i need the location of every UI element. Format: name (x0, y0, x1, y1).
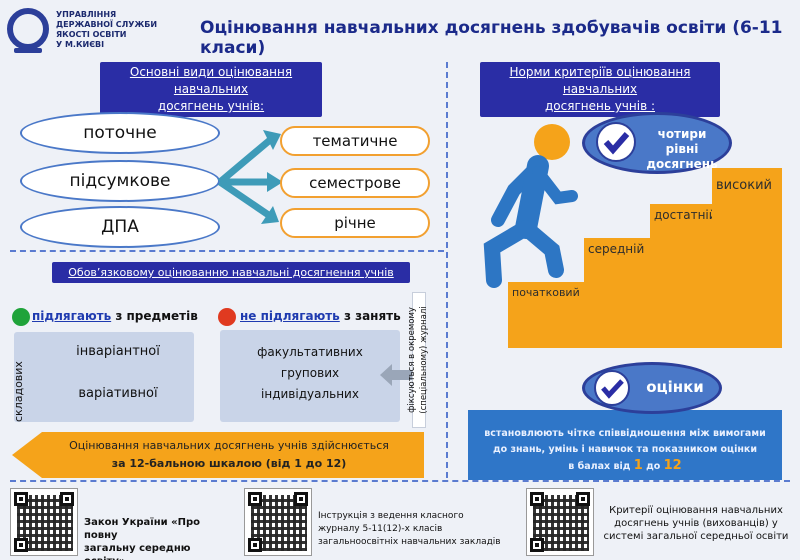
logo-dash (14, 48, 42, 53)
qr-code-icon[interactable] (10, 488, 78, 556)
person-icon (483, 124, 578, 288)
type-dpa: ДПА (20, 206, 220, 248)
grades-text: встановлюють чітке співвідношення між ви… (484, 428, 766, 473)
scale-arrow (12, 432, 424, 478)
subject-heading: підлягають з предметів (32, 309, 198, 323)
grades-badge-text: оцінки (646, 378, 704, 396)
vertical-divider (446, 62, 448, 478)
journal-note-box (412, 292, 426, 428)
subtype-annual: річне (280, 208, 430, 238)
subtype-thematic: тематичне (280, 126, 430, 156)
mandatory-banner: Обов’язковому оцінюванню навчальні досяг… (52, 262, 410, 283)
criteria-caption: Критерії оцінювання навчальних досягнень… (603, 505, 789, 542)
levels-badge-text: чотири рівні досягнень (646, 127, 718, 171)
org-name: УПРАВЛІННЯ ДЕРЖАВНОЇ СЛУЖБИ ЯКОСТІ ОСВІТ… (56, 10, 158, 49)
subject-variable: варіативної (78, 386, 158, 401)
logo-icon (7, 8, 49, 50)
subject-box (14, 332, 194, 422)
type-final: підсумкове (20, 160, 220, 202)
footer-divider (10, 480, 790, 482)
qr-code-icon[interactable] (244, 488, 312, 556)
level-initial: початковий (508, 282, 584, 348)
type-current: поточне (20, 112, 220, 154)
instruction-caption: Інструкція з ведення класного журналу 5-… (318, 511, 501, 547)
qr-code-icon[interactable] (526, 488, 594, 556)
criteria-banner: Норми критеріїв оцінювання навчальних до… (480, 62, 720, 117)
types-banner: Основні види оцінювання навчальних досяг… (100, 62, 322, 117)
law-caption: Закон України «Про повну загальну середн… (84, 517, 200, 560)
check-icon (596, 122, 636, 162)
journal-note: фіксуються в окремому (спеціальному) жур… (407, 306, 429, 414)
level-average: середній (584, 238, 650, 348)
arrow-icon (217, 130, 283, 224)
left-divider (10, 250, 444, 252)
green-dot (12, 308, 30, 326)
level-high: високий (712, 168, 782, 348)
check-icon (594, 370, 630, 406)
grades-panel (468, 410, 782, 480)
arrow-icon (380, 364, 412, 386)
activity-list: факультативних групових індивідуальних (257, 345, 363, 401)
page-title: Оцінювання навчальних досягнень здобувач… (200, 18, 783, 58)
subject-invariant: інваріантної (76, 344, 160, 359)
scale-text: Оцінювання навчальних досягнень учнів зд… (69, 439, 389, 470)
activity-box (220, 330, 400, 422)
subtype-semester: семестрове (280, 168, 430, 198)
activity-heading: не підлягають з занять (240, 309, 401, 323)
level-sufficient: достатній (650, 204, 717, 348)
red-dot (218, 308, 236, 326)
